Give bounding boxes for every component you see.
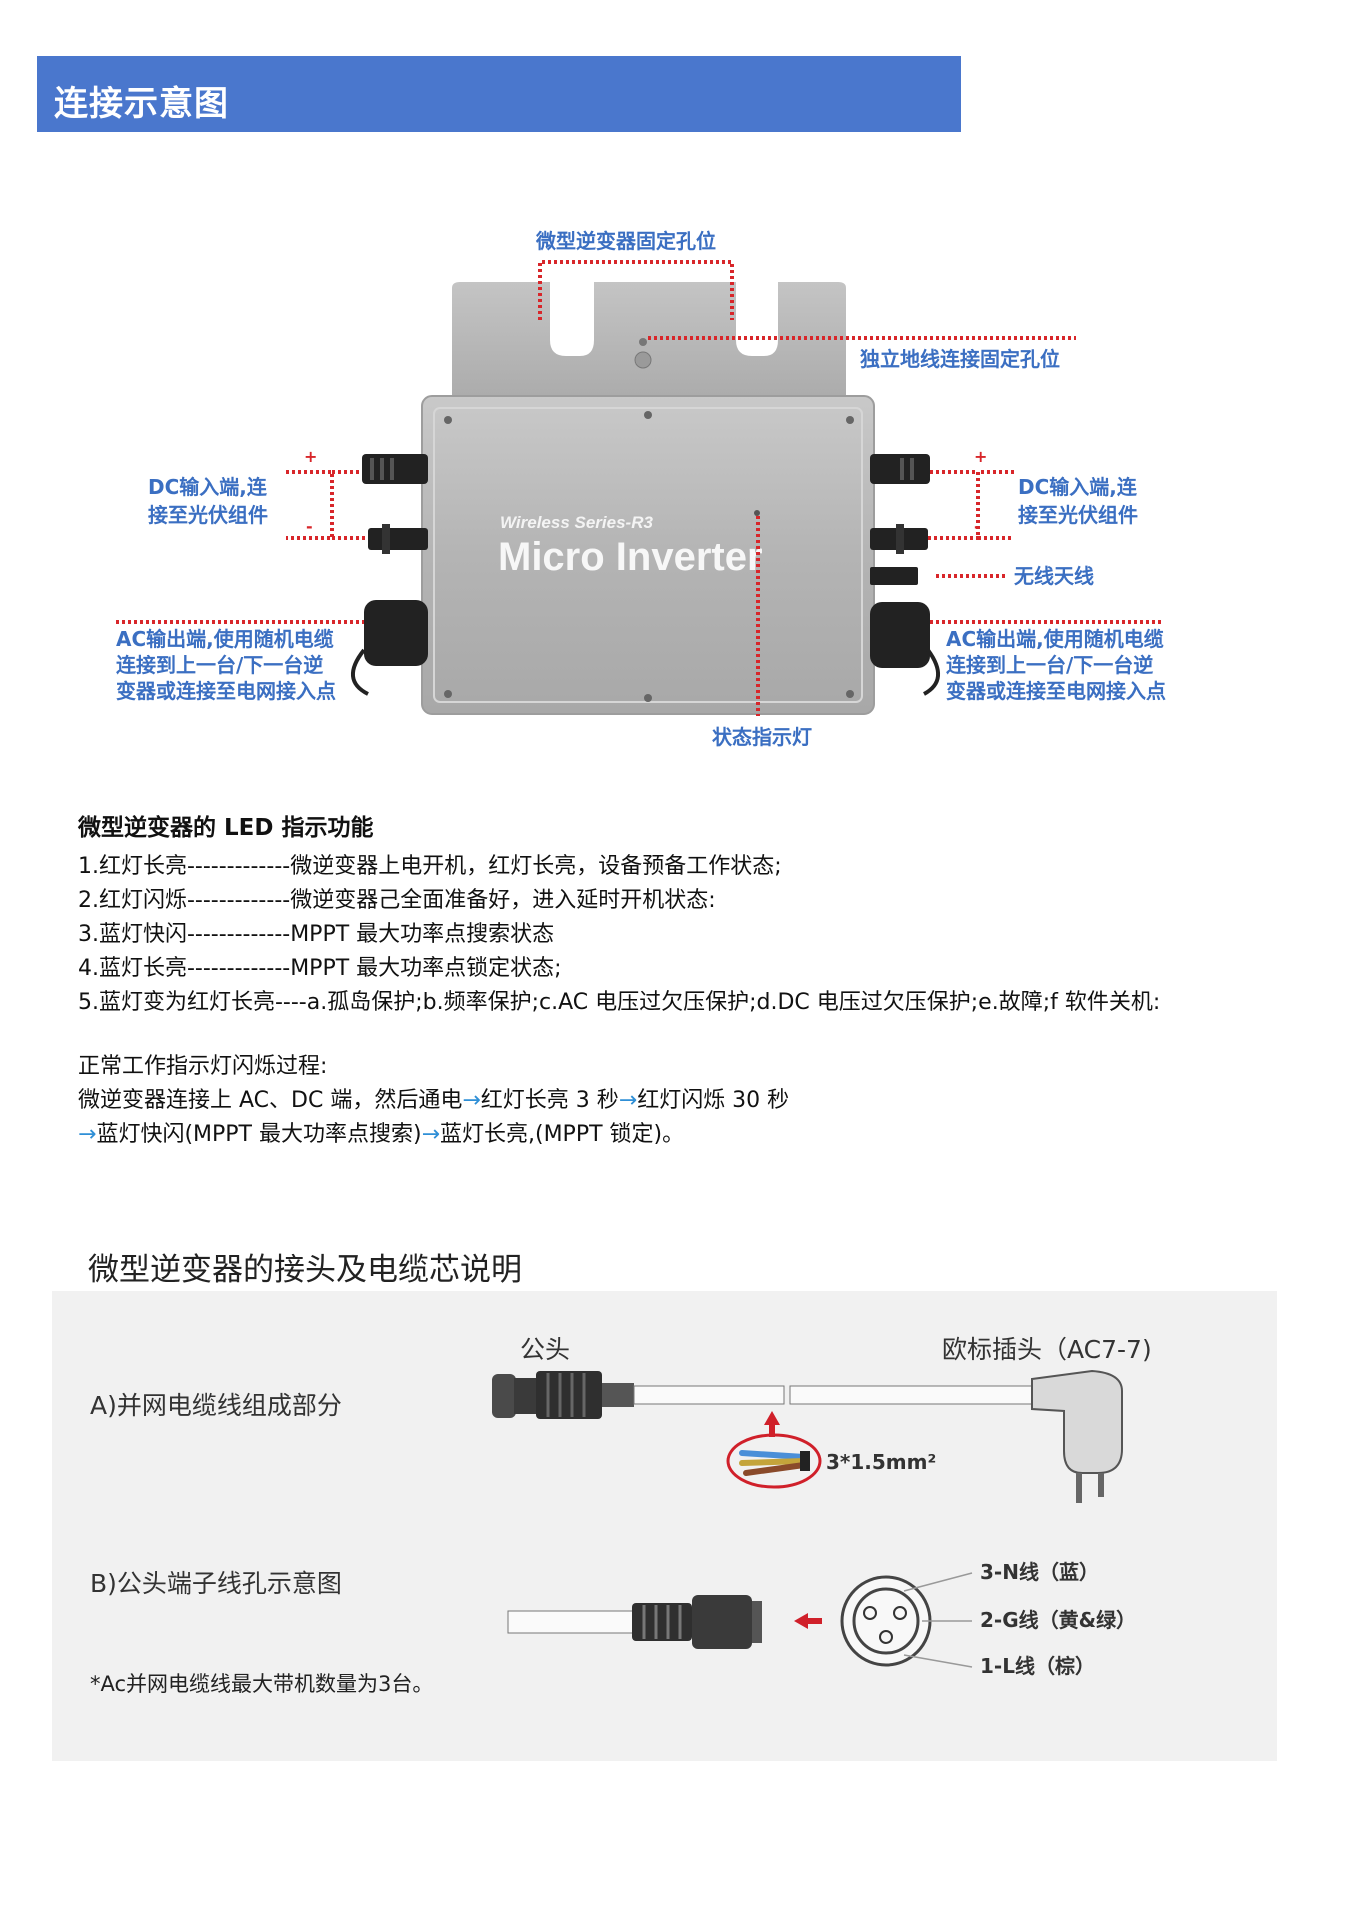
device-series-text: Wireless Series-R3 [500,513,653,532]
dc-connector-right-minus [870,524,928,554]
process-step-red-blink: 红灯闪烁 30 秒 [637,1088,790,1113]
label-dc-right-line1: DC输入端,连 [1018,475,1138,499]
label-ac-right-line1: AC输出端,使用随机电缆 [946,627,1164,651]
label-euro-plug: 欧标插头（AC7-7) [942,1335,1152,1364]
pin-leader-lines [903,1572,973,1668]
screw [846,690,854,698]
arrow-icon: → [78,1122,97,1147]
cable-panel [52,1291,1277,1761]
dc-connector-left-plus [362,454,428,484]
arrow-icon: → [421,1122,440,1147]
led-line-4: 4.蓝灯长亮-------------MPPT 最大功率点锁定状态; [78,956,562,981]
led-line-1: 1.红灯长亮-------------微逆变器上电开机，红灯长亮，设备预备工作状… [78,854,782,879]
label-ac-right-line3: 变器或连接至电网接入点 [946,679,1166,703]
section-header-bar [37,56,961,132]
cable-note: *Ac并网电缆线最大带机数量为3台。 [90,1672,434,1696]
wire-bundle-outline [726,1433,822,1489]
led-line-5: 5.蓝灯变为红灯长亮----a.孤岛保护;b.频率保护;c.AC 电压过欠压保护… [78,990,1161,1015]
process-step-power-on: 微逆变器连接上 AC、DC 端，然后通电 [78,1088,463,1113]
process-title: 正常工作指示灯闪烁过程: [78,1054,328,1079]
led-section-title: 微型逆变器的 LED 指示功能 [78,815,374,841]
blink-process-section: 正常工作指示灯闪烁过程: 微逆变器连接上 AC、DC 端，然后通电→红灯长亮 3… [78,1050,1278,1152]
inverter-connection-diagram: Wireless Series-R3 Micro Inverter [116,229,1166,749]
arrow-icon: → [618,1088,638,1113]
process-step-red-steady: 红灯长亮 3 秒 [480,1088,619,1113]
label-ac-right-line2: 连接到上一台/下一台逆 [946,653,1153,677]
euro-plug-icon [1031,1369,1123,1503]
label-plus-left: + [304,447,317,466]
process-step-blue-fast: 蓝灯快闪(MPPT 最大功率点搜索) [96,1122,422,1147]
led-line-2: 2.红灯闪烁-------------微逆变器己全面准备好，进入延时开机状态: [78,888,716,913]
process-step-blue-steady: 蓝灯长亮,(MPPT 锁定)。 [440,1122,685,1147]
label-minus-left: - [306,517,313,536]
ac-connector-right [870,602,940,696]
label-part-b: B)公头端子线孔示意图 [90,1569,342,1598]
label-mount-holes: 微型逆变器固定孔位 [535,229,716,253]
screw [644,694,652,702]
mounting-plate [452,282,846,410]
section-title: 连接示意图 [54,84,229,124]
label-dc-right-line2: 接至光伏组件 [1018,503,1138,527]
male-connector-a [492,1371,634,1419]
ground-screw [634,351,652,369]
dc-connector-right-plus [870,454,930,484]
screw [444,690,452,698]
wire-cores [739,1450,807,1476]
label-ground-hole: 独立地线连接固定孔位 [860,347,1060,371]
leader-lines [116,260,1164,716]
label-dc-left-line1: DC输入端,连 [148,475,268,499]
dc-connector-left-minus [368,524,428,554]
label-wire-l: 1-L线（棕） [980,1654,1095,1678]
screw [444,416,452,424]
wire-arrow-up [764,1411,780,1437]
ac-connector-left [351,600,428,696]
cable-a-right [789,1385,1041,1405]
arrow-icon: → [462,1088,481,1113]
mount-slot-left [550,282,594,356]
label-male-head: 公头 [520,1335,571,1364]
label-antenna: 无线天线 [1014,564,1094,588]
male-connector-b [632,1595,762,1649]
led-function-section: 微型逆变器的 LED 指示功能 1.红灯长亮-------------微逆变器上… [78,808,1278,1020]
plate-hole [639,338,647,346]
label-ac-left-line2: 连接到上一台/下一台逆 [116,653,323,677]
label-minus-right: - [974,517,981,536]
process-line-1: 微逆变器连接上 AC、DC 端，然后通电→红灯长亮 3 秒→红灯闪烁 30 秒 [78,1084,1278,1118]
led-line-3: 3.蓝灯快闪-------------MPPT 最大功率点搜索状态 [78,922,555,947]
cable-a-left [633,1385,785,1405]
arrow-left-icon [794,1613,822,1629]
label-wire-n: 3-N线（蓝） [980,1560,1099,1584]
mount-slot-right [736,282,778,356]
label-wire-spec: 3*1.5mm² [826,1450,937,1474]
screw [846,416,854,424]
connector-face-icon [840,1575,932,1667]
process-line-2: →蓝灯快闪(MPPT 最大功率点搜索)→蓝灯长亮,(MPPT 锁定)。 [78,1118,1278,1152]
cable-illustrations [492,1369,1123,1668]
label-plus-right: + [974,447,987,466]
label-status-led: 状态指示灯 [712,725,812,749]
inverter-body [421,395,875,715]
label-part-a: A)并网电缆线组成部分 [90,1391,342,1420]
antenna [870,567,918,585]
led-indicator [754,510,760,516]
label-wire-g: 2-G线（黄&绿） [980,1608,1137,1632]
cable-section-title: 微型逆变器的接头及电缆芯说明 [88,1252,522,1288]
label-dc-left-line2: 接至光伏组件 [148,503,268,527]
label-ac-left-line1: AC输出端,使用随机电缆 [116,627,334,651]
screw [644,411,652,419]
device-name-text: Micro Inverter [498,535,763,579]
label-ac-left-line3: 变器或连接至电网接入点 [116,679,336,703]
